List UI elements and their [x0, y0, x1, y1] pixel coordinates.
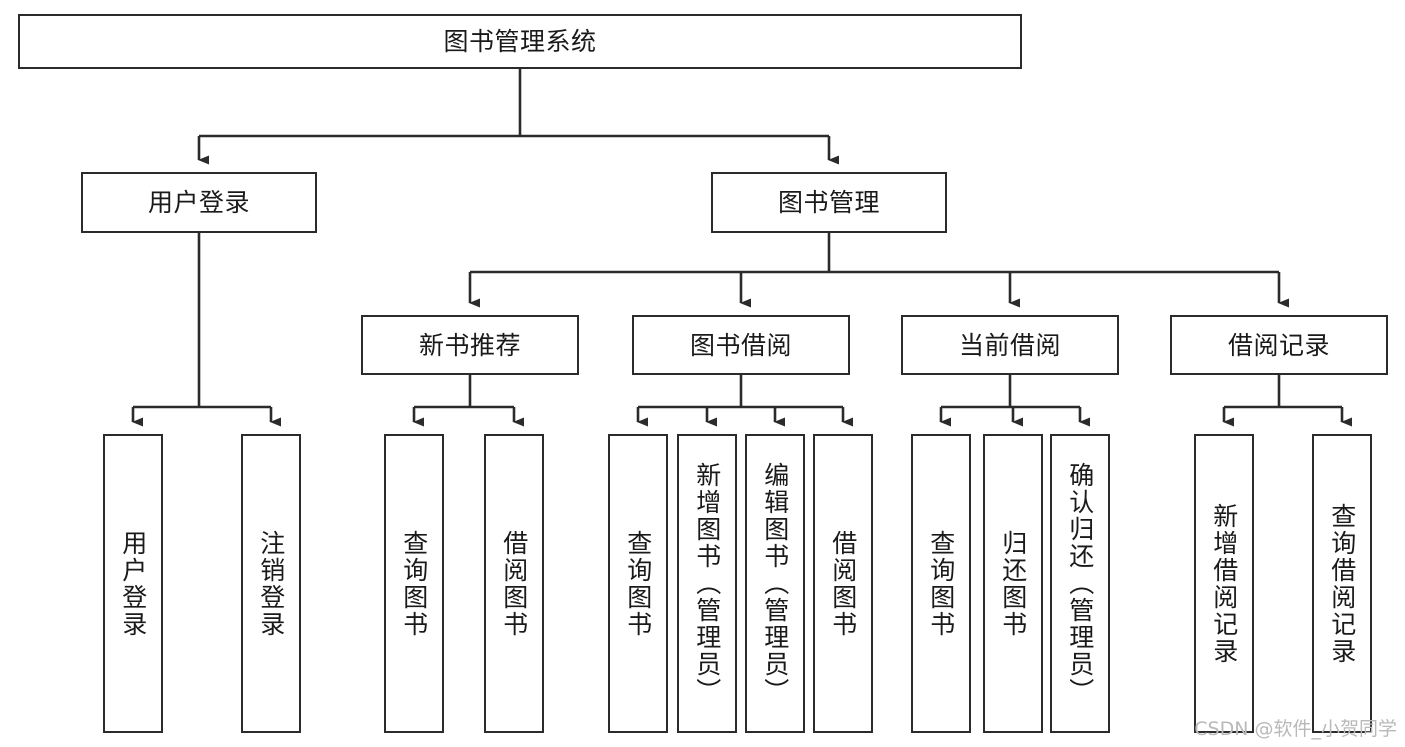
node-lf-6[interactable]: 新增图书（管理员） [677, 434, 737, 733]
node-label: 确认归还（管理员） [1065, 462, 1095, 705]
node-label: 借阅图书 [828, 529, 858, 638]
node-label: 借阅记录 [1227, 330, 1330, 360]
node-label: 归还图书 [998, 529, 1028, 638]
node-root[interactable]: 图书管理系统 [18, 14, 1022, 69]
node-label: 编辑图书（管理员） [760, 462, 790, 705]
node-lf-5[interactable]: 查询图书 [608, 434, 668, 733]
node-lf-7[interactable]: 编辑图书（管理员） [745, 434, 805, 733]
node-label: 查询图书 [926, 529, 956, 638]
node-label: 用户登录 [147, 188, 250, 217]
node-label: 注销登录 [256, 529, 286, 638]
node-lf-4[interactable]: 借阅图书 [484, 434, 544, 733]
node-records[interactable]: 借阅记录 [1170, 315, 1388, 375]
node-label: 图书管理 [777, 188, 880, 217]
node-lf-2[interactable]: 注销登录 [241, 434, 301, 733]
node-borrow[interactable]: 图书借阅 [632, 315, 850, 375]
node-label: 用户登录 [118, 529, 148, 638]
node-new-rec[interactable]: 新书推荐 [361, 315, 579, 375]
node-label: 查询借阅记录 [1327, 502, 1357, 665]
node-current[interactable]: 当前借阅 [901, 315, 1119, 375]
node-label: 新增借阅记录 [1209, 502, 1239, 665]
node-book-mgmt[interactable]: 图书管理 [711, 172, 947, 233]
node-lf-8[interactable]: 借阅图书 [813, 434, 873, 733]
node-lf-9[interactable]: 查询图书 [911, 434, 971, 733]
node-lf-12[interactable]: 新增借阅记录 [1194, 434, 1254, 733]
node-lf-11[interactable]: 确认归还（管理员） [1050, 434, 1110, 733]
node-label: 图书借阅 [689, 330, 792, 360]
node-lf-13[interactable]: 查询借阅记录 [1312, 434, 1372, 733]
node-lf-10[interactable]: 归还图书 [983, 434, 1043, 733]
node-label: 借阅图书 [499, 529, 529, 638]
node-label: 新增图书（管理员） [692, 462, 722, 705]
node-label: 新书推荐 [418, 330, 521, 360]
edges-group [131, 69, 1352, 427]
node-user-login[interactable]: 用户登录 [81, 172, 317, 233]
node-label: 查询图书 [623, 529, 653, 638]
node-label: 图书管理系统 [443, 27, 597, 56]
node-label: 查询图书 [399, 529, 429, 638]
node-lf-3[interactable]: 查询图书 [384, 434, 444, 733]
node-lf-1[interactable]: 用户登录 [103, 434, 163, 733]
node-label: 当前借阅 [958, 330, 1061, 360]
